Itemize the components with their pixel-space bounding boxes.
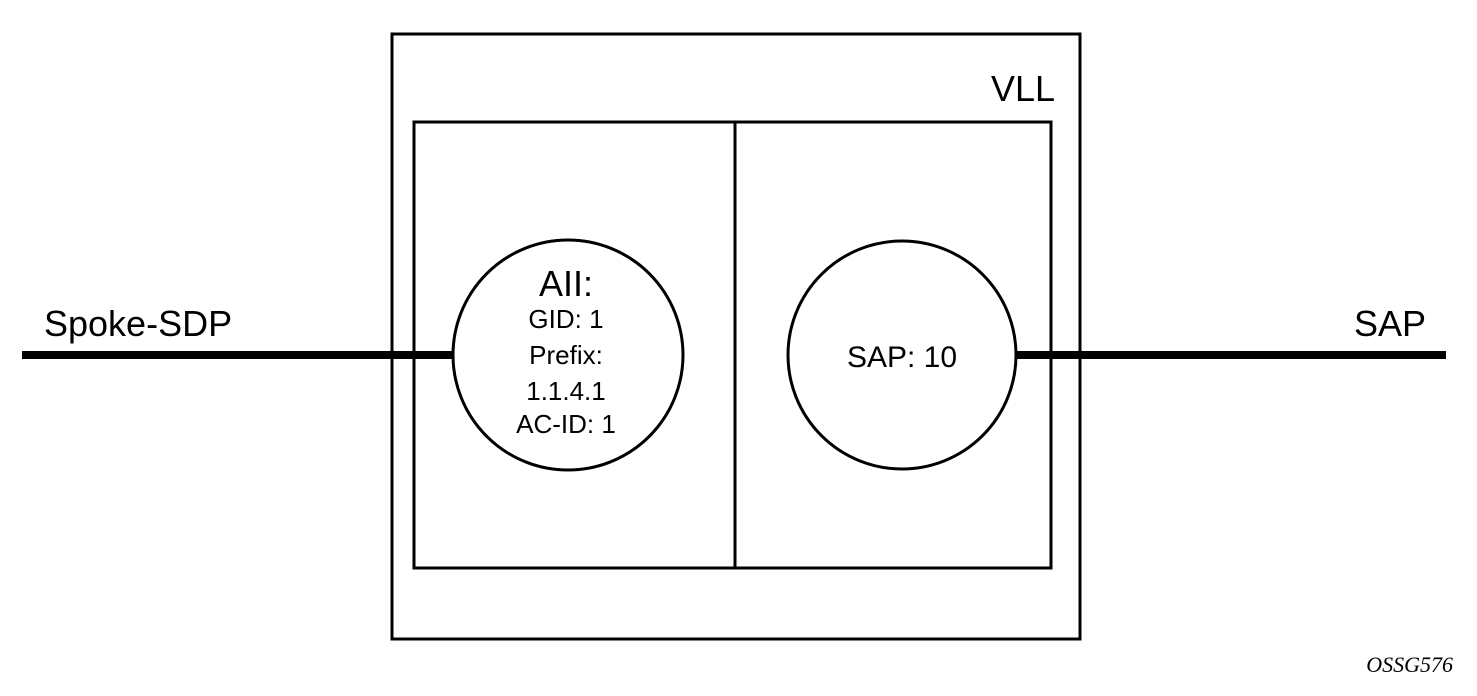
- vll-outer-box: [390, 32, 1082, 641]
- aii-title: AII:: [539, 263, 593, 304]
- sap-circle-label: SAP: 10: [847, 341, 957, 374]
- aii-prefix-line: Prefix:: [529, 340, 603, 370]
- aii-prefix-value: 1.1.4.1: [526, 376, 606, 406]
- sap-endpoint-label: SAP: [1354, 303, 1426, 344]
- sap-circle: [786, 239, 1018, 471]
- figure-id: OSSG576: [1366, 652, 1453, 677]
- vll-label: VLL: [991, 68, 1055, 109]
- aii-circle: [451, 238, 685, 472]
- aii-gid-line: GID: 1: [528, 304, 603, 334]
- aii-ac-id-line: AC-ID: 1: [516, 409, 616, 439]
- spoke-sdp-label: Spoke-SDP: [44, 303, 232, 344]
- vll-inner-box: [412, 120, 1053, 570]
